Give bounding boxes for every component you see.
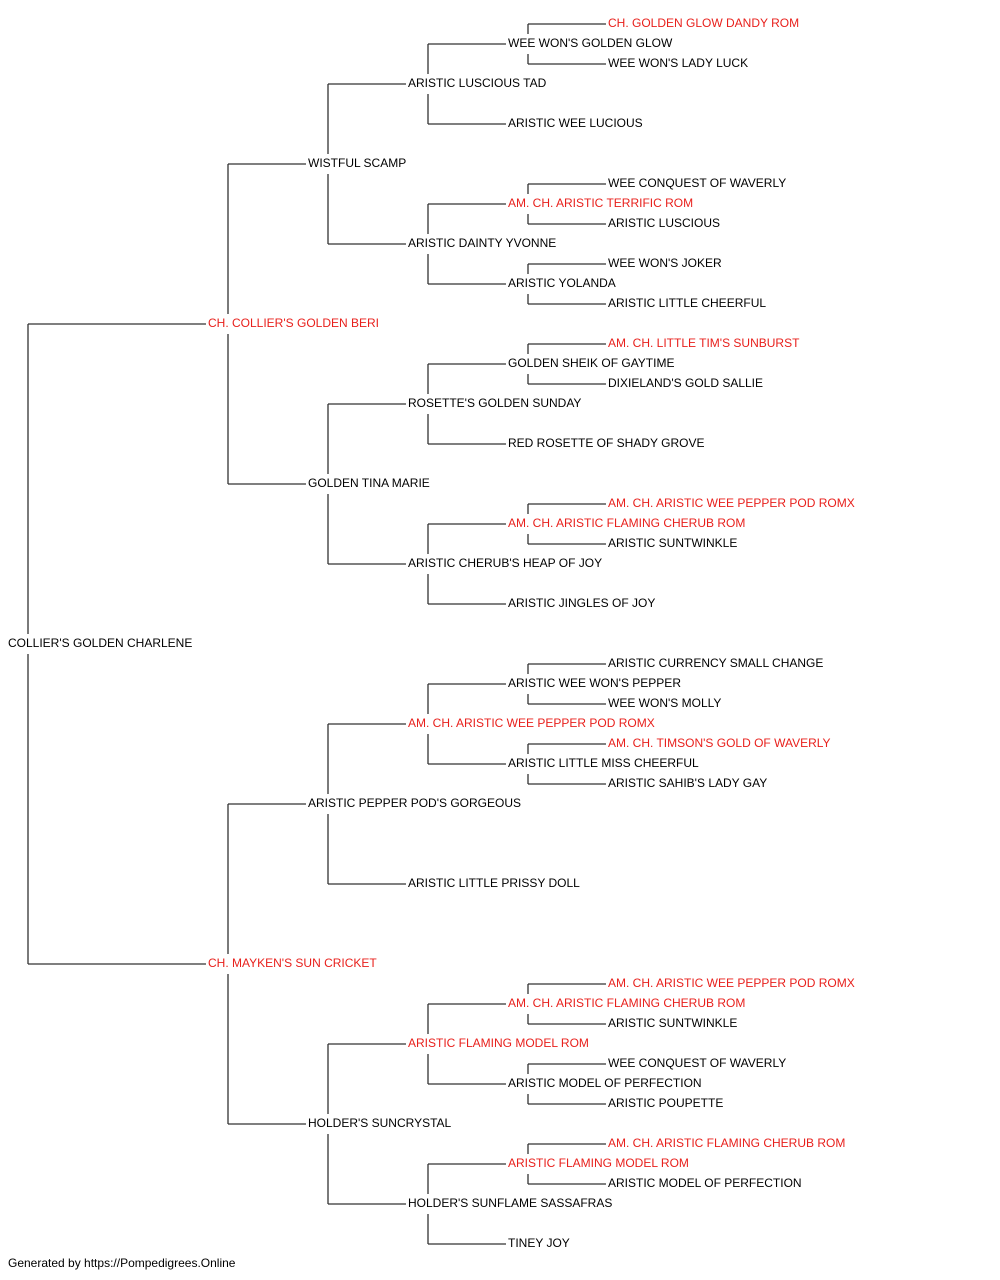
dog-name-root-dam-sire[interactable]: ARISTIC PEPPER POD'S GORGEOUS xyxy=(308,796,521,810)
dog-name-root-sire-dam-dam[interactable]: ARISTIC CHERUB'S HEAP OF JOY xyxy=(408,556,602,570)
dog-name-root-dam-dam-sire-sire[interactable]: AM. CH. ARISTIC FLAMING CHERUB ROM xyxy=(508,996,745,1010)
dog-name-root-dam-sire-sire-sire-dam[interactable]: WEE WON'S MOLLY xyxy=(608,696,721,710)
dog-name-root-dam-sire-sire-sire-sire[interactable]: ARISTIC CURRENCY SMALL CHANGE xyxy=(608,656,823,670)
dog-name-root-sire-dam[interactable]: GOLDEN TINA MARIE xyxy=(308,476,430,490)
dog-name-root-dam-dam-dam-dam[interactable]: TINEY JOY xyxy=(508,1236,570,1250)
dog-name-root-dam-sire-sire[interactable]: AM. CH. ARISTIC WEE PEPPER POD ROMX xyxy=(408,716,655,730)
dog-name-root-sire-sire-dam-sire-dam[interactable]: ARISTIC LUSCIOUS xyxy=(608,216,720,230)
dog-name-root-sire-sire-dam-dam[interactable]: ARISTIC YOLANDA xyxy=(508,276,616,290)
dog-name-root-sire-dam-dam-dam[interactable]: ARISTIC JINGLES OF JOY xyxy=(508,596,655,610)
dog-name-root-sire-sire-dam-sire-sire[interactable]: WEE CONQUEST OF WAVERLY xyxy=(608,176,786,190)
dog-name-root-sire-dam-sire-sire[interactable]: GOLDEN SHEIK OF GAYTIME xyxy=(508,356,674,370)
dog-name-root-dam-dam-sire-sire-sire[interactable]: AM. CH. ARISTIC WEE PEPPER POD ROMX xyxy=(608,976,855,990)
dog-name-root-dam-dam-dam-sire-dam[interactable]: ARISTIC MODEL OF PERFECTION xyxy=(608,1176,802,1190)
dog-name-root-dam-dam-sire-dam[interactable]: ARISTIC MODEL OF PERFECTION xyxy=(508,1076,702,1090)
dog-name-root-sire-dam-sire[interactable]: ROSETTE'S GOLDEN SUNDAY xyxy=(408,396,581,410)
dog-name-root-dam-dam-dam-sire[interactable]: ARISTIC FLAMING MODEL ROM xyxy=(508,1156,689,1170)
dog-name-root-dam-dam-dam-sire-sire[interactable]: AM. CH. ARISTIC FLAMING CHERUB ROM xyxy=(608,1136,845,1150)
dog-name-root-sire-dam-dam-sire[interactable]: AM. CH. ARISTIC FLAMING CHERUB ROM xyxy=(508,516,745,530)
dog-name-root-dam-sire-sire-sire[interactable]: ARISTIC WEE WON'S PEPPER xyxy=(508,676,681,690)
footer-credit: Generated by https://Pompedigrees.Online xyxy=(8,1256,236,1270)
dog-name-root-sire-dam-sire-dam[interactable]: RED ROSETTE OF SHADY GROVE xyxy=(508,436,704,450)
dog-name-root-dam-dam-sire[interactable]: ARISTIC FLAMING MODEL ROM xyxy=(408,1036,589,1050)
dog-name-root-sire-sire-sire-sire-sire[interactable]: CH. GOLDEN GLOW DANDY ROM xyxy=(608,16,799,30)
dog-name-root-sire-sire-dam-sire[interactable]: AM. CH. ARISTIC TERRIFIC ROM xyxy=(508,196,693,210)
dog-name-root-sire-sire-sire-sire[interactable]: WEE WON'S GOLDEN GLOW xyxy=(508,36,673,50)
dog-name-root-sire-dam-dam-sire-dam[interactable]: ARISTIC SUNTWINKLE xyxy=(608,536,737,550)
dog-name-root-sire-sire[interactable]: WISTFUL SCAMP xyxy=(308,156,406,170)
dog-name-root-dam-dam-dam[interactable]: HOLDER'S SUNFLAME SASSAFRAS xyxy=(408,1196,612,1210)
dog-name-root-dam-dam[interactable]: HOLDER'S SUNCRYSTAL xyxy=(308,1116,452,1130)
dog-name-root-dam[interactable]: CH. MAYKEN'S SUN CRICKET xyxy=(208,956,377,970)
dog-name-root-sire-sire-dam-dam-dam[interactable]: ARISTIC LITTLE CHEERFUL xyxy=(608,296,766,310)
dog-name-root-sire-dam-sire-sire-dam[interactable]: DIXIELAND'S GOLD SALLIE xyxy=(608,376,763,390)
dog-name-root-dam-sire-sire-dam[interactable]: ARISTIC LITTLE MISS CHEERFUL xyxy=(508,756,699,770)
dog-name-root-sire-dam-dam-sire-sire[interactable]: AM. CH. ARISTIC WEE PEPPER POD ROMX xyxy=(608,496,855,510)
pedigree-tree: COLLIER'S GOLDEN CHARLENE CH. COLLIER'S G… xyxy=(8,16,855,1250)
dog-name-root-sire-sire-sire[interactable]: ARISTIC LUSCIOUS TAD xyxy=(408,76,547,90)
dog-name-root-dam-sire-sire-dam-sire[interactable]: AM. CH. TIMSON'S GOLD OF WAVERLY xyxy=(608,736,831,750)
dog-name-root-sire-sire-dam[interactable]: ARISTIC DAINTY YVONNE xyxy=(408,236,556,250)
dog-name-root-sire-sire-dam-dam-sire[interactable]: WEE WON'S JOKER xyxy=(608,256,722,270)
dog-name-root-dam-sire-sire-dam-dam[interactable]: ARISTIC SAHIB'S LADY GAY xyxy=(608,776,767,790)
dog-name-root-dam-sire-dam[interactable]: ARISTIC LITTLE PRISSY DOLL xyxy=(408,876,580,890)
dog-name-root-dam-dam-sire-sire-dam[interactable]: ARISTIC SUNTWINKLE xyxy=(608,1016,737,1030)
dog-name-root-sire-dam-sire-sire-sire[interactable]: AM. CH. LITTLE TIM'S SUNBURST xyxy=(608,336,800,350)
dog-name-subject[interactable]: COLLIER'S GOLDEN CHARLENE xyxy=(8,636,192,650)
dog-name-root-dam-dam-sire-dam-dam[interactable]: ARISTIC POUPETTE xyxy=(608,1096,723,1110)
dog-name-root-sire-sire-sire-dam[interactable]: ARISTIC WEE LUCIOUS xyxy=(508,116,643,130)
dog-name-root-sire-sire-sire-sire-dam[interactable]: WEE WON'S LADY LUCK xyxy=(608,56,748,70)
dog-name-root-dam-dam-sire-dam-sire[interactable]: WEE CONQUEST OF WAVERLY xyxy=(608,1056,786,1070)
dog-name-root-sire[interactable]: CH. COLLIER'S GOLDEN BERI xyxy=(208,316,379,330)
